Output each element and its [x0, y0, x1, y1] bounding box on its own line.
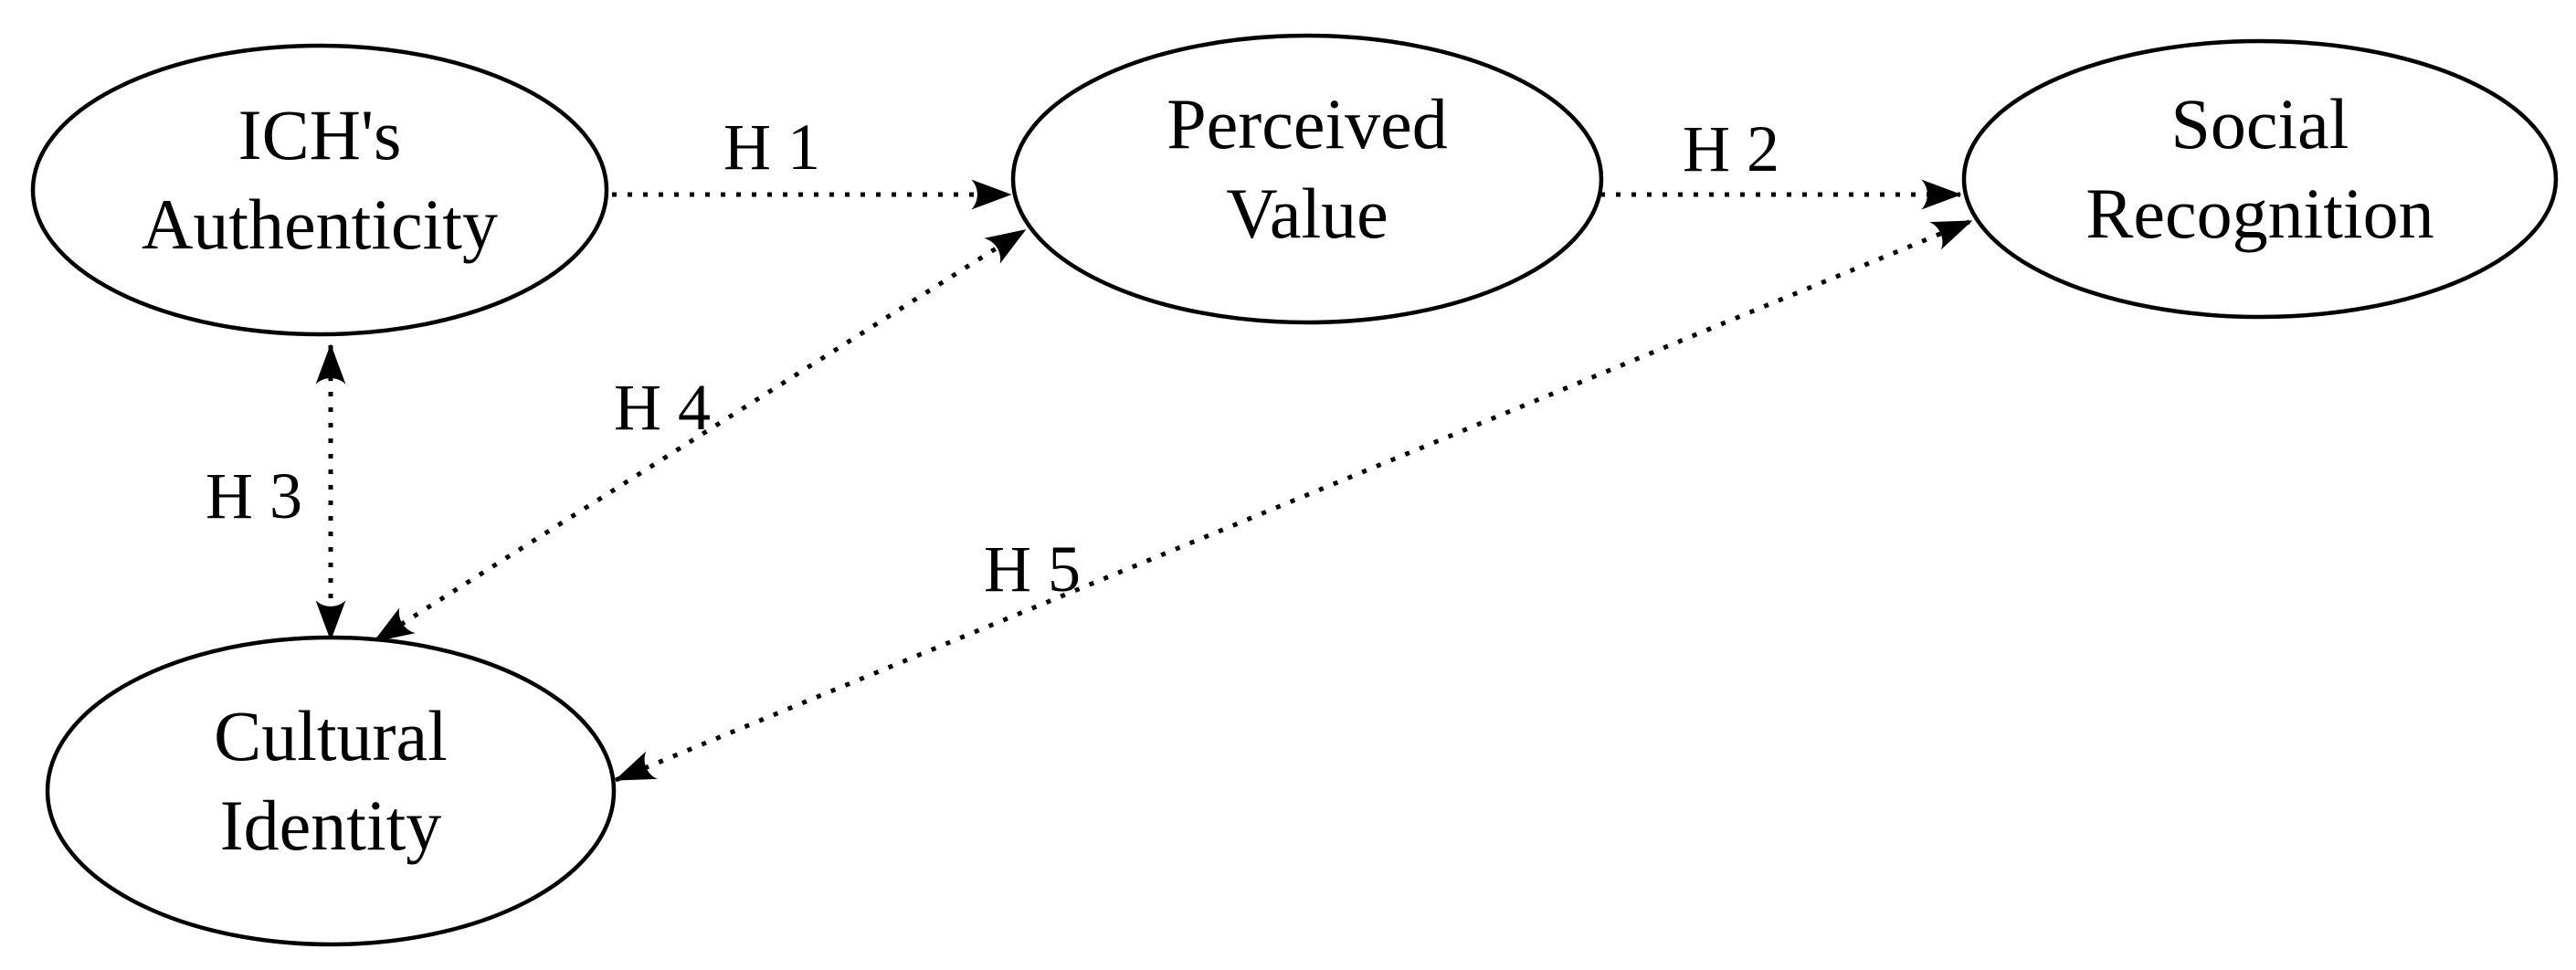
edge-h1-label: H 1 [723, 111, 820, 184]
edge-h2: H 2 [1600, 112, 1962, 210]
edge-h3-label: H 3 [206, 459, 302, 532]
node-social-recognition-label-line2: Recognition [2085, 174, 2433, 253]
node-cultural-identity-label-line2: Identity [220, 785, 442, 865]
node-perceived-value-label-line1: Perceived [1167, 84, 1448, 163]
node-ichs-authenticity-label-line1: ICH's [238, 95, 402, 174]
edge-h3: H 3 [206, 343, 346, 641]
node-social-recognition-label-line1: Social [2171, 84, 2349, 163]
edge-h5-line [614, 218, 1973, 783]
node-cultural-identity-label-line1: Cultural [214, 696, 448, 775]
edge-h1: H 1 [612, 111, 1012, 210]
edge-h5-label: H 5 [984, 532, 1081, 606]
node-ichs-authenticity-label-line2: Authenticity [142, 185, 498, 264]
node-ichs-authenticity-ellipse [30, 43, 609, 337]
edge-h2-label: H 2 [1683, 112, 1779, 185]
node-perceived-value-ellipse [1010, 33, 1604, 325]
node-cultural-identity-ellipse [45, 635, 617, 947]
node-social-recognition-ellipse [1961, 38, 2559, 320]
node-perceived-value-label-line2: Value [1226, 174, 1388, 253]
edges-layer: H 1 H 2 H 3 H 4 H 5 [206, 111, 1973, 783]
edge-h5: H 5 [614, 218, 1973, 783]
edge-h4-label: H 4 [614, 371, 711, 444]
